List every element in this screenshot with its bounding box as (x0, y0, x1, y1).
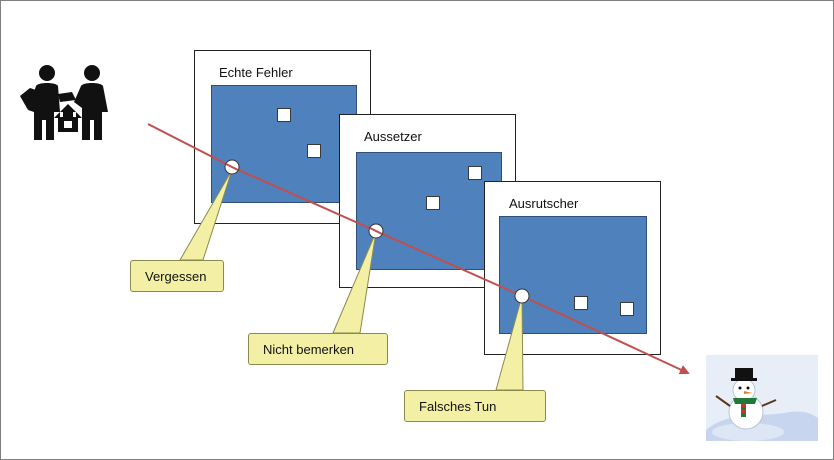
white-square (468, 166, 482, 180)
callout-pointer (179, 169, 233, 261)
error-arrow (521, 295, 690, 375)
blue-area (356, 152, 502, 270)
callout-falsches-tun: Falsches Tun (404, 390, 546, 422)
error-arrow-line (231, 166, 377, 232)
panel-title: Aussetzer (364, 129, 422, 144)
snowman-icon (706, 355, 818, 441)
hole-marker (514, 288, 530, 304)
callout-vergessen: Vergessen (130, 260, 224, 292)
panel-title: Echte Fehler (219, 65, 293, 80)
error-arrow-line (147, 123, 233, 168)
panel-title: Ausrutscher (509, 196, 579, 211)
white-square (426, 196, 440, 210)
white-square (307, 144, 321, 158)
white-square (620, 302, 634, 316)
hole-marker-stroke (225, 163, 239, 171)
blue-area (499, 216, 647, 334)
error-arrow-line (375, 230, 523, 297)
callout-nicht-bemerken: Nicht bemerken (248, 333, 388, 365)
hole-marker-stroke (369, 227, 383, 235)
white-square (574, 296, 588, 310)
white-square (277, 108, 291, 122)
people-handshake-house-icon (20, 65, 108, 140)
callout-pointer (495, 295, 524, 391)
callout-pointer (332, 231, 377, 334)
